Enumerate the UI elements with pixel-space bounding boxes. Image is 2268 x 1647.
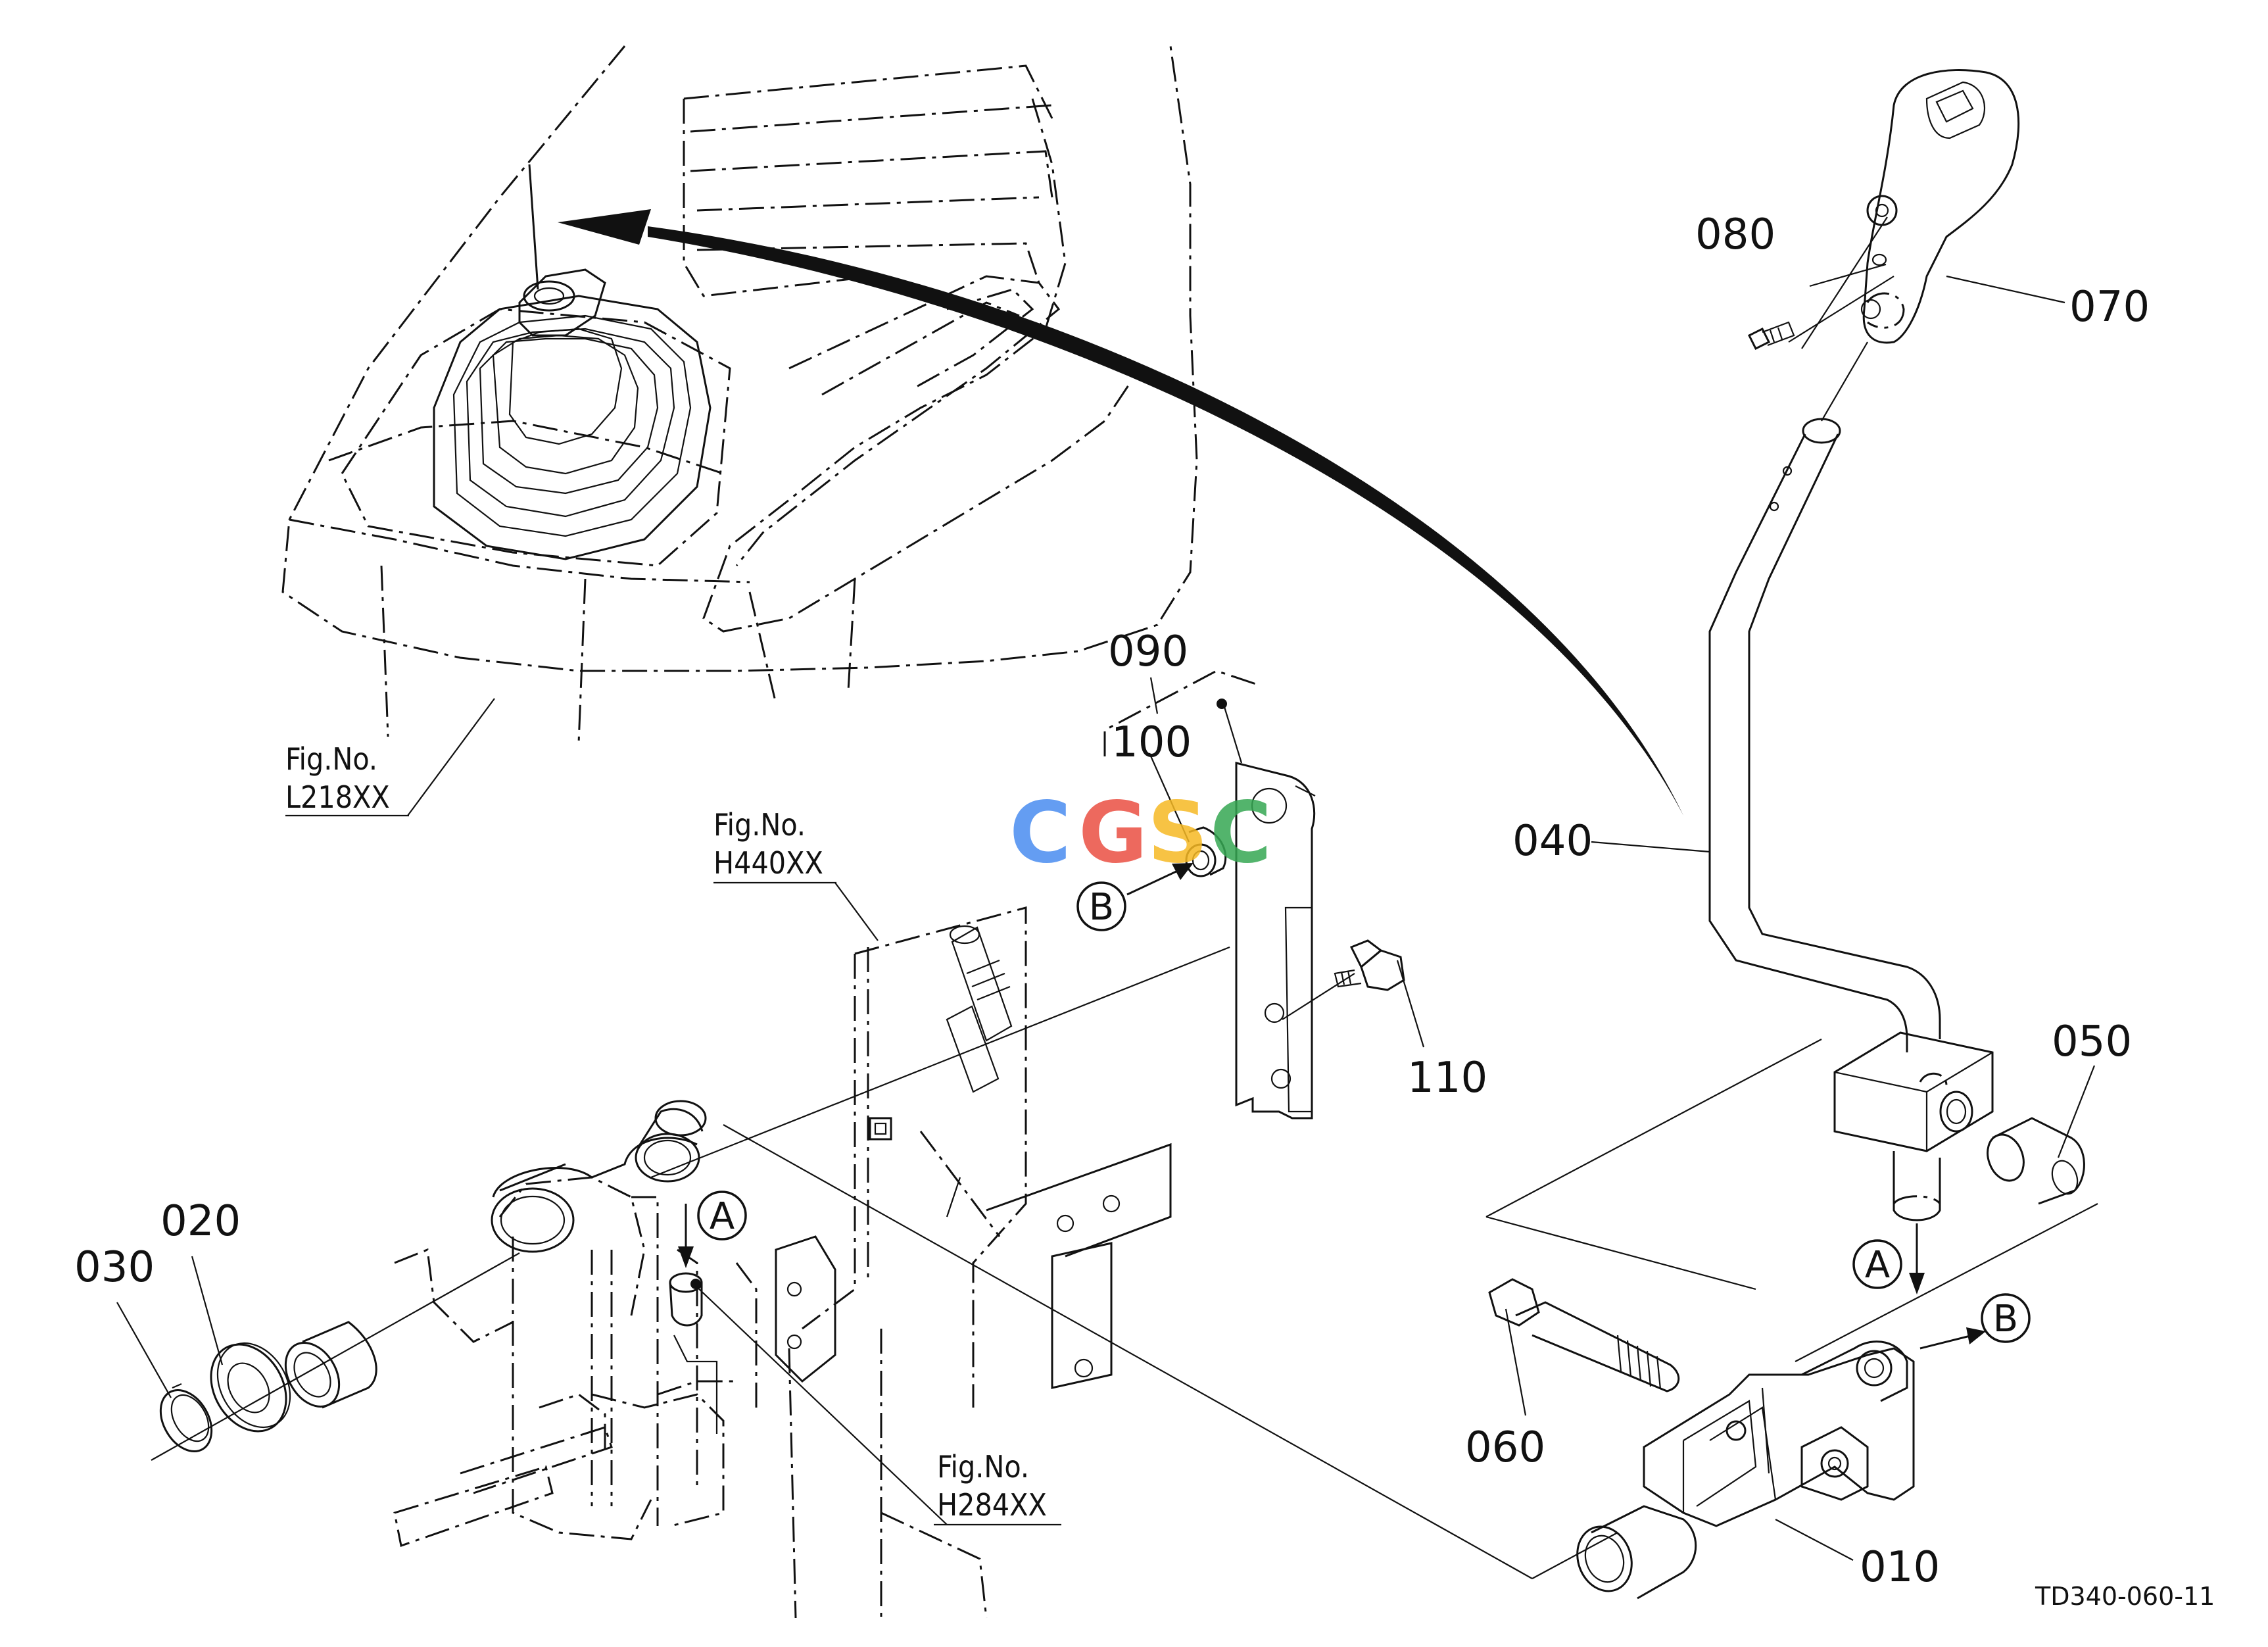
watermark-logo: C G S C — [1009, 784, 1272, 882]
part-080-screw — [1747, 321, 1795, 351]
label-010: 010 — [1860, 1543, 1940, 1592]
fig-ref-h284xx: Fig.No. H284XX — [695, 1285, 1061, 1526]
frame-bushing-boss — [491, 1100, 707, 1253]
part-110-bolt — [1282, 939, 1405, 1020]
label-030: 030 — [74, 1243, 155, 1292]
leader-lines — [116, 263, 2096, 1561]
joystick-boot — [433, 164, 712, 560]
label-080: 080 — [1695, 210, 1775, 259]
part-050-bushing — [1987, 1117, 2085, 1205]
fig-ref-h440xx: Fig.No. H440XX — [713, 807, 879, 941]
watermark-letter-s: S — [1147, 784, 1208, 882]
fig-ref-l218xx: Fig.No. L218XX — [285, 698, 495, 817]
callout-a-right-text: A — [1865, 1244, 1890, 1287]
console-outline — [281, 45, 1198, 744]
arrow-a-right — [1909, 1223, 1925, 1294]
callout-b-right: B — [1981, 1293, 2031, 1343]
fig-ref-h284xx-line2: H284XX — [937, 1487, 1047, 1523]
bracket-plate-h440xx — [802, 906, 1027, 1408]
side-bracket — [775, 1143, 1172, 1389]
label-110: 110 — [1407, 1054, 1487, 1102]
part-060-bolt — [1488, 1278, 1680, 1392]
fig-ref-h440xx-line1: Fig.No. — [713, 807, 806, 843]
part-090-link-plate — [1103, 670, 1316, 1119]
fig-ref-l218xx-line1: Fig.No. — [285, 741, 377, 777]
dimension-plane-lines — [723, 1039, 2098, 1579]
part-070-knob — [1788, 69, 2020, 349]
lever-stub — [669, 1204, 718, 1434]
callout-a-left-text: A — [710, 1195, 735, 1238]
callout-b-left-text: B — [1089, 886, 1114, 929]
watermark-letter-c1: C — [1009, 784, 1071, 882]
label-050: 050 — [2052, 1018, 2132, 1066]
fig-ref-h440xx-line2: H440XX — [713, 845, 823, 881]
fig-ref-l218xx-line2: L218XX — [285, 779, 390, 815]
callout-b-left: B — [1076, 881, 1126, 931]
label-020: 020 — [160, 1197, 241, 1246]
watermark-letter-g: G — [1078, 784, 1147, 882]
fig-ref-h284xx-line1: Fig.No. — [937, 1449, 1029, 1485]
left-bushing — [284, 1321, 377, 1409]
part-labels: 010 020 030 040 050 060 070 080 090 100 … — [74, 210, 2150, 1592]
callout-a-left: A — [697, 1191, 747, 1241]
label-040: 040 — [1512, 817, 1593, 866]
arrow-b-right — [1919, 1327, 1986, 1350]
part-020-washer — [210, 1342, 291, 1433]
part-040-lever — [1708, 341, 1941, 1052]
location-arrow — [558, 209, 1683, 816]
label-090: 090 — [1108, 627, 1188, 676]
diagram-code: TD340-060-11 — [2035, 1582, 2215, 1611]
label-060: 060 — [1465, 1423, 1545, 1472]
part-100-collar — [1185, 826, 1227, 877]
part-010-bracket — [1576, 1340, 1915, 1600]
callout-a-right: A — [1852, 1239, 1902, 1289]
part-030-circlip — [159, 1383, 213, 1453]
callout-b-right-text: B — [1993, 1298, 2018, 1340]
label-070: 070 — [2069, 283, 2150, 332]
label-100: 100 — [1111, 718, 1192, 767]
lever-block — [1833, 1031, 1994, 1221]
lever-frame-h284xx — [393, 1176, 988, 1619]
watermark-letter-c2: C — [1210, 784, 1272, 882]
arrow-b-left — [1126, 863, 1194, 896]
